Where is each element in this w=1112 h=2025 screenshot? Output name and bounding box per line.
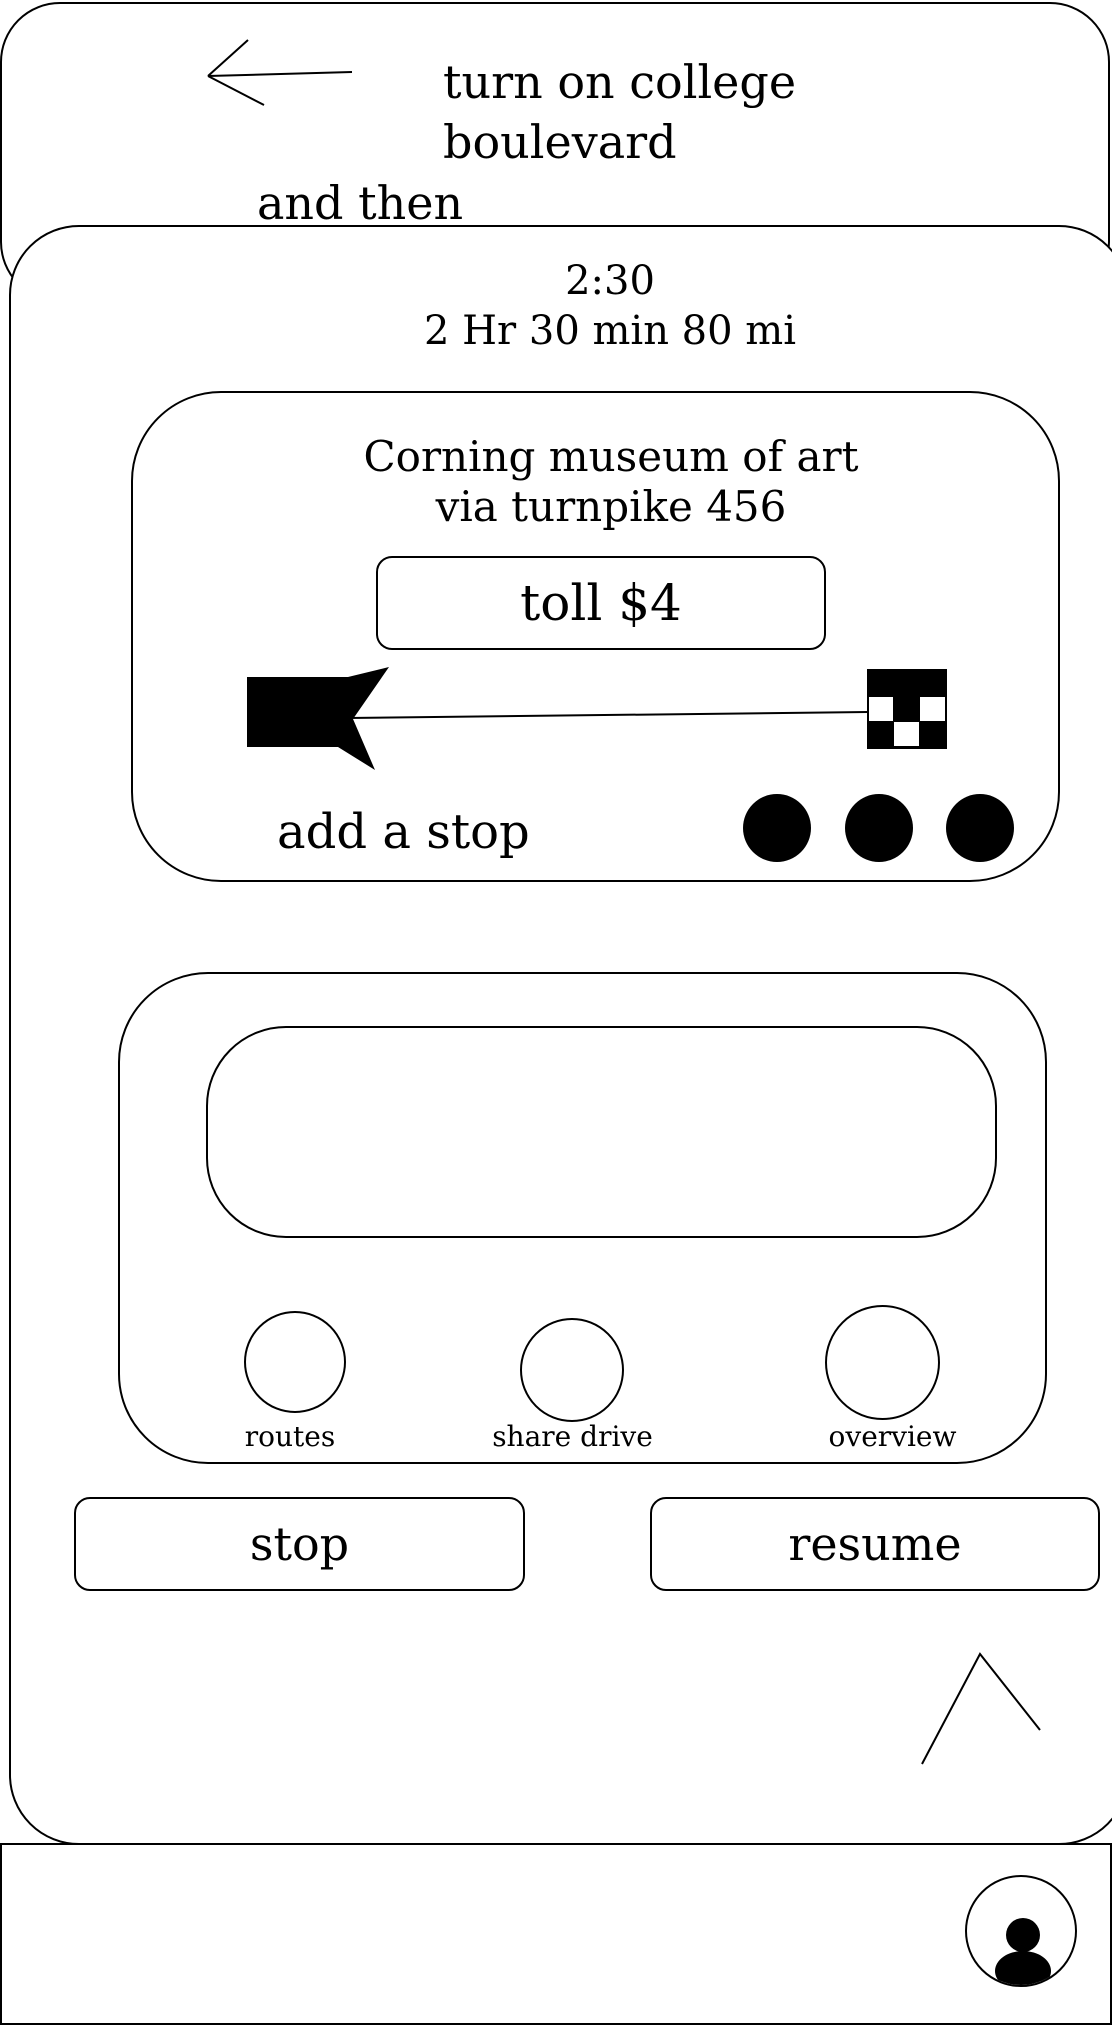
destination-name: Corning museum of art — [363, 432, 859, 481]
share-drive-label: share drive — [492, 1420, 653, 1453]
back-arrow-icon[interactable] — [200, 25, 360, 110]
route-line — [247, 667, 947, 770]
instruction-line-1: turn on college — [443, 55, 797, 109]
arrival-time: 2:30 — [565, 258, 655, 304]
stop-dot-2[interactable] — [845, 794, 913, 862]
start-flag-icon — [247, 667, 389, 770]
person-icon — [995, 1918, 1051, 1985]
stop-dot-1[interactable] — [743, 794, 811, 862]
chevron-up-icon[interactable] — [918, 1650, 1044, 1768]
routes-button[interactable] — [244, 1311, 346, 1413]
trip-summary: 2 Hr 30 min 80 mi — [423, 308, 797, 354]
resume-button[interactable]: resume — [650, 1497, 1100, 1591]
instruction-line-2: boulevard — [443, 115, 677, 169]
overview-label: overview — [828, 1420, 957, 1453]
share-drive-button[interactable] — [520, 1318, 624, 1422]
route-via: via turnpike 456 — [435, 482, 787, 531]
routes-label: routes — [244, 1420, 336, 1453]
add-stop-button[interactable]: add a stop — [277, 804, 530, 860]
and-then-label: and then — [257, 176, 464, 230]
stop-button[interactable]: stop — [74, 1497, 525, 1591]
checkered-flag-icon — [867, 669, 947, 749]
instruction-text: turn on college boulevard — [443, 52, 1043, 172]
controls-display — [206, 1026, 997, 1238]
user-avatar-icon[interactable] — [965, 1875, 1077, 1987]
stop-dot-3[interactable] — [946, 794, 1014, 862]
overview-button[interactable] — [825, 1305, 940, 1420]
toll-badge: toll $4 — [376, 556, 826, 650]
bottom-bar — [0, 1843, 1112, 2025]
